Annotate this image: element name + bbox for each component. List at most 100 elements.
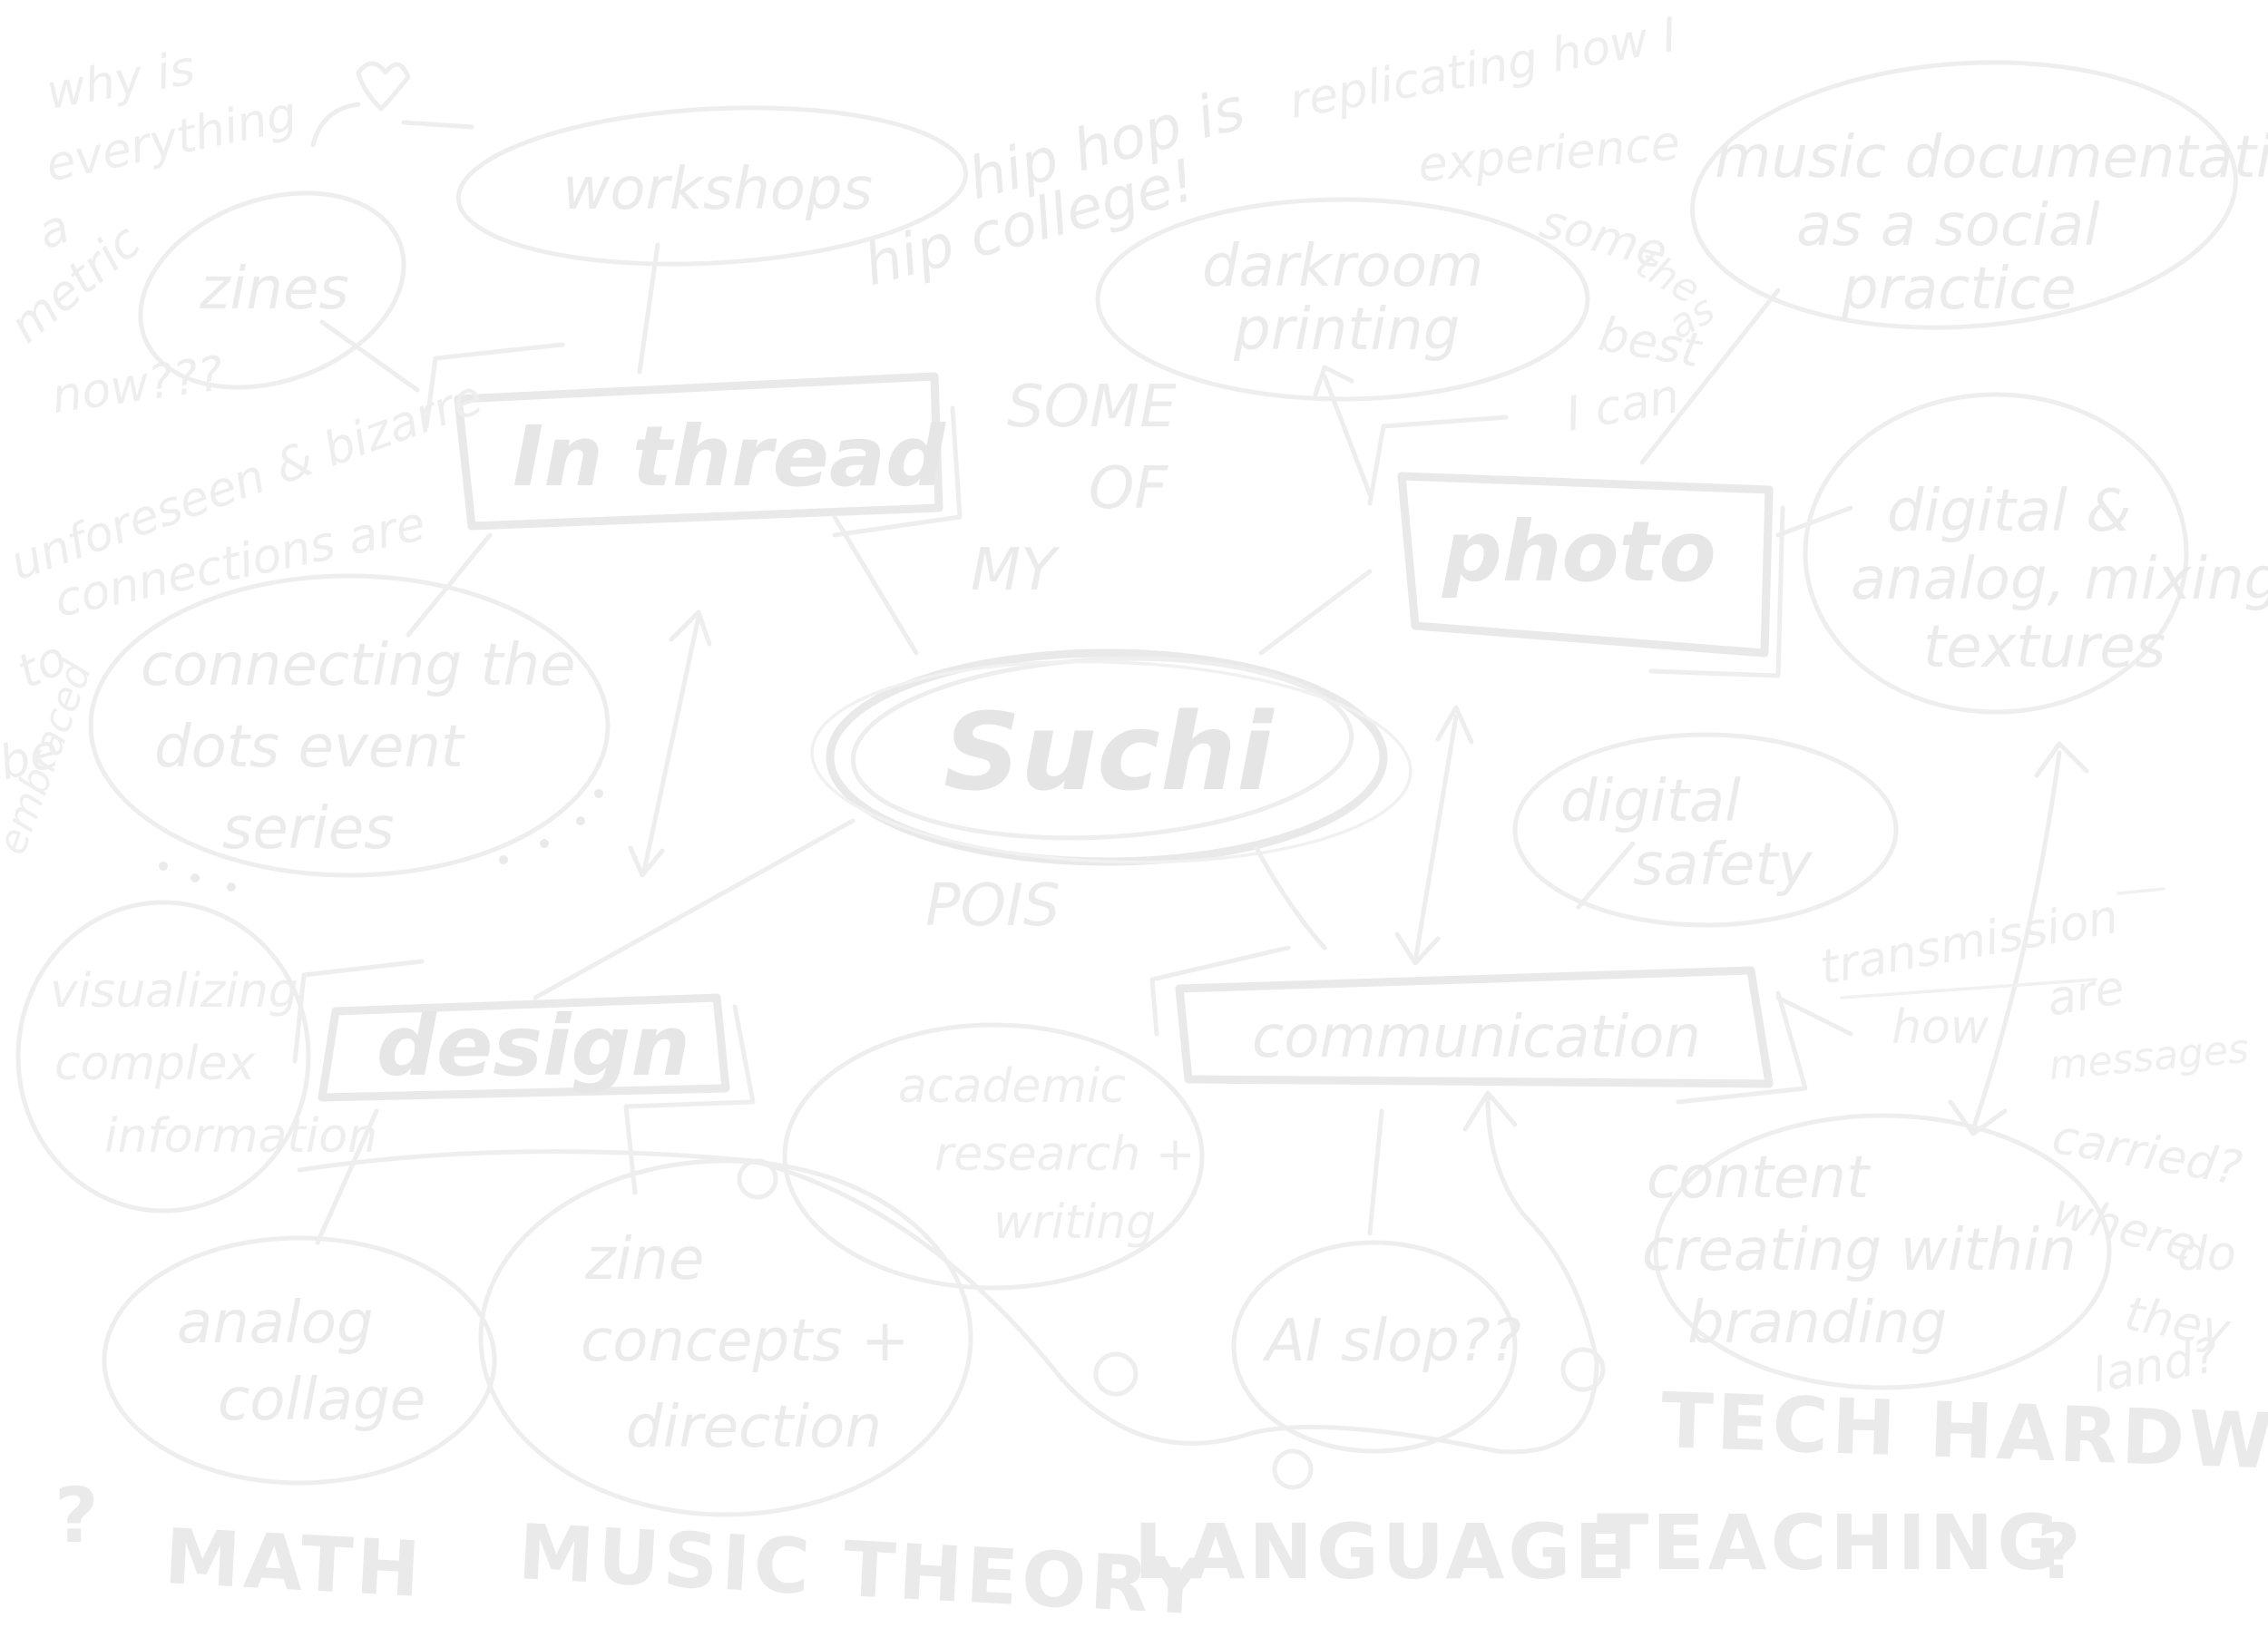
note-text: experience	[1416, 116, 1682, 193]
connectors	[297, 242, 2089, 1490]
bubble-visualizing: visualizing complex information	[15, 900, 377, 1214]
connector-center-communication	[1254, 845, 1327, 950]
bubble-text: practice	[1841, 256, 2077, 323]
note-hip-hop: hip hop is hip college!	[857, 75, 1252, 299]
design-bracket	[292, 959, 425, 1064]
bubble-analog-collage: analog collage	[102, 1235, 497, 1486]
bubble-text: complex	[54, 1037, 257, 1091]
arrow-head	[1394, 931, 1441, 966]
design-box	[318, 993, 730, 1102]
loop-curl	[737, 1158, 778, 1200]
connector-design-zine	[623, 1104, 638, 1195]
in-thread-label: In thread	[513, 408, 946, 505]
communication-bracket	[1149, 945, 1291, 1037]
bubble-text: academic	[898, 1059, 1126, 1114]
loop-curl	[1272, 1448, 1314, 1490]
connector-center-design	[533, 818, 855, 1000]
bubble-text: content	[1647, 1145, 1872, 1212]
bubble-outline	[455, 105, 969, 267]
dotted-trail	[594, 789, 603, 798]
connector-in-thread-center	[832, 514, 919, 656]
bottom-word: MATH	[162, 1512, 425, 1614]
bubble-outline	[15, 900, 311, 1214]
bubble-text: digital	[1560, 768, 1741, 835]
bubble-text: safety	[1633, 832, 1813, 899]
bubble-music-doc: music documentation as a social practice	[1690, 60, 2268, 330]
dotted-trail	[540, 839, 549, 848]
bubble-outline	[1231, 1240, 1518, 1454]
in-thread-bracket	[832, 405, 963, 538]
arrow-in-thread-design	[641, 614, 701, 873]
bubble-text: textures	[1923, 614, 2165, 681]
bubble-text: AI slop??	[1262, 1308, 1521, 1375]
note-text: now???	[48, 346, 227, 424]
bubble-outline	[1803, 392, 2189, 715]
arrow-head	[1948, 1099, 2008, 1136]
bubble-text: research +	[934, 1127, 1195, 1182]
in-thread-box	[454, 372, 943, 531]
bubble-outline	[1653, 1113, 2112, 1390]
node-communication: communication	[1149, 945, 1808, 1105]
note-stroke	[310, 102, 361, 148]
note-text: replicating how I	[1286, 8, 1681, 130]
center-side-word: OF	[1089, 455, 1168, 522]
bubble-outline	[102, 1235, 497, 1486]
bubble-zine-concepts: zine concepts + direction	[478, 1158, 973, 1517]
bubble-text: analog	[177, 1290, 374, 1357]
photo-label: photo	[1442, 503, 1716, 600]
note-text: messages	[2048, 1026, 2251, 1089]
dotted-trail	[576, 816, 585, 825]
bubble-text: zines	[199, 256, 349, 323]
bubble-text: dots event	[154, 714, 466, 781]
design-label: design	[376, 998, 690, 1095]
bubble-academic: academic research + writing	[782, 1022, 1205, 1291]
bubble-text: collage	[218, 1367, 425, 1434]
arrow-head	[2034, 741, 2089, 778]
connector-in-thread-zines	[319, 319, 420, 393]
dotted-trail	[227, 882, 236, 892]
bubble-text: as a social	[1796, 192, 2100, 259]
communication-label: communication	[1252, 1004, 1701, 1071]
bubble-ai-slop: AI slop??	[1231, 1240, 1521, 1454]
note-text: metric	[0, 214, 152, 354]
loop-curl	[1560, 1347, 1606, 1392]
bubble-digital-analog: digital & analog, mixing textures	[1803, 392, 2268, 715]
node-photo: photo	[1367, 414, 1785, 678]
note-text: a	[31, 200, 76, 260]
bubble-darkroom: darkroom printing	[1095, 197, 1590, 402]
bubble-text: writing	[993, 1195, 1156, 1250]
connector-communication-ai	[1367, 1108, 1384, 1236]
bubble-text: printing	[1233, 297, 1460, 364]
note-text: are	[2043, 960, 2128, 1028]
note-underline	[1840, 978, 2097, 999]
heart-icon	[356, 61, 411, 112]
note-text: do	[2177, 1227, 2236, 1282]
in-thread-bracket	[424, 342, 565, 429]
arrow-head	[669, 609, 712, 647]
note-why-everything: why is everything a metric now???	[0, 41, 474, 424]
bubble-outline	[1690, 60, 2238, 330]
node-in-thread: In thread	[424, 342, 963, 538]
photo-bracket	[1367, 414, 1509, 506]
bubble-outline	[1512, 732, 1899, 928]
bubble-digital-safety: digital safety	[1512, 732, 1899, 928]
dotted-trail	[159, 862, 168, 871]
photo-box	[1397, 472, 1774, 658]
bubble-text: visualizing	[50, 964, 298, 1019]
connector-photo-digital-analog	[1775, 505, 1853, 538]
bubble-text: direction	[626, 1394, 882, 1461]
bubble-outline	[478, 1158, 973, 1517]
center-side-word: SOME	[1007, 374, 1177, 441]
communication-bracket	[1676, 990, 1808, 1105]
bottom-word: TEACHING	[1597, 1498, 2063, 1587]
communication-box	[1175, 966, 1774, 1088]
bottom-word: LANGUAGE	[1134, 1507, 1630, 1596]
bubble-outline	[782, 1022, 1205, 1291]
note-text: how	[1892, 1000, 1989, 1055]
bubble-outline	[1095, 197, 1590, 402]
dotted-trail	[191, 873, 200, 882]
bubble-text: music documentation	[1715, 124, 2268, 191]
center-label: Suchi	[943, 689, 1275, 814]
bubble-text: connecting the	[141, 632, 575, 699]
